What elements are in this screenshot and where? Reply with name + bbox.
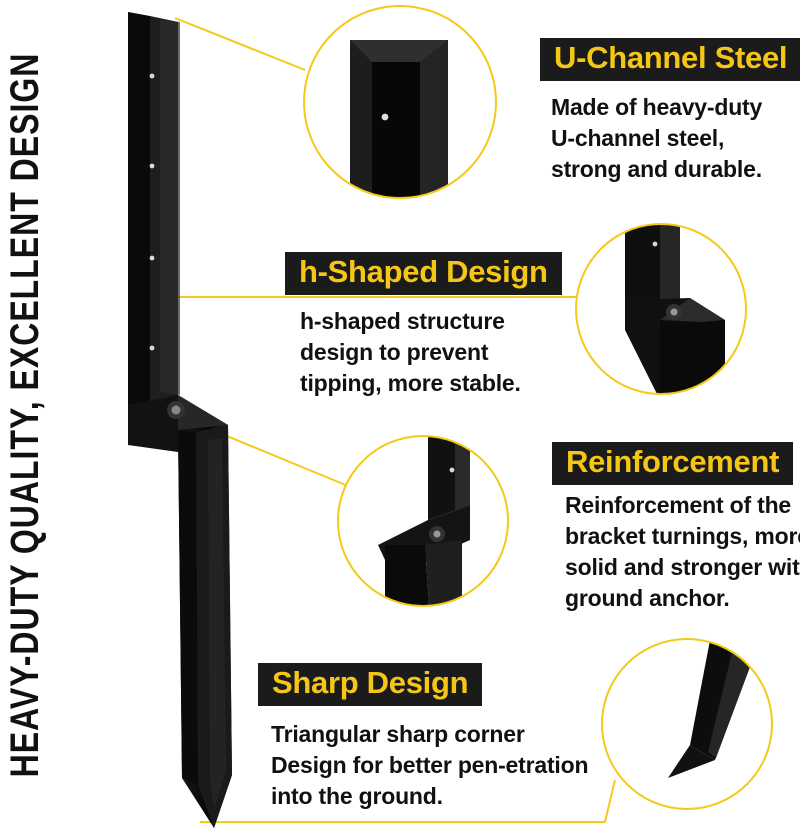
desc-line: into the ground.: [271, 783, 443, 809]
reinforcement-closeup: [337, 435, 509, 607]
h-shaped-closeup: [575, 223, 747, 395]
stake-illustration: [128, 12, 232, 828]
feature-desc-sharp: Triangular sharp corner Design for bette…: [271, 719, 589, 812]
feature-title-sharp: Sharp Design: [258, 663, 483, 706]
desc-line: Made of heavy-duty: [551, 94, 763, 120]
desc-line: Design for better pen-etration: [271, 752, 589, 778]
feature-desc-h-shaped: h-shaped structure design to prevent tip…: [300, 306, 521, 399]
desc-line: Reinforcement of the: [565, 492, 792, 518]
desc-line: U-channel steel,: [551, 125, 725, 151]
feature-title-u-channel: U-Channel Steel: [540, 38, 800, 81]
desc-line: h-shaped structure: [300, 308, 505, 334]
desc-line: design to prevent: [300, 339, 489, 365]
side-headline: HEAVY-DUTY QUALITY, EXCELLENT DESIGN: [1, 52, 47, 778]
desc-line: ground anchor.: [565, 585, 730, 611]
feature-title-h-shaped: h-Shaped Design: [285, 252, 562, 295]
feature-title-reinforcement: Reinforcement: [552, 442, 794, 485]
sharp-tip-closeup: [601, 638, 773, 810]
feature-desc-u-channel: Made of heavy-duty U-channel steel, stro…: [551, 92, 762, 185]
feature-desc-reinforcement: Reinforcement of the bracket turnings, m…: [565, 490, 800, 614]
desc-line: strong and durable.: [551, 156, 762, 182]
desc-line: solid and stronger with: [565, 554, 800, 580]
desc-line: tipping, more stable.: [300, 370, 521, 396]
u-channel-closeup: [303, 5, 497, 199]
desc-line: Triangular sharp corner: [271, 721, 525, 747]
desc-line: bracket turnings, more: [565, 523, 800, 549]
